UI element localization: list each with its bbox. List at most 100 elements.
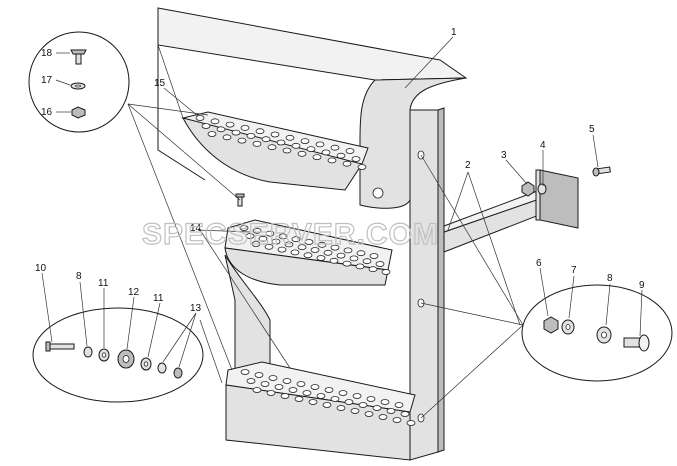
callout-9: 9 <box>639 280 645 291</box>
callout-14: 14 <box>190 223 202 234</box>
support-bracket <box>443 169 579 280</box>
tread-hole <box>381 269 391 275</box>
tread-hole <box>274 384 284 390</box>
tread-hole <box>306 146 316 153</box>
tread-hole <box>266 390 276 396</box>
tread-hole <box>296 381 306 387</box>
tread-hole <box>342 260 352 267</box>
tread-hole <box>342 160 352 167</box>
tread-hole <box>237 137 247 144</box>
tread-hole <box>322 402 332 408</box>
callout-11-a: 11 <box>98 278 109 289</box>
callout-18: 18 <box>41 48 53 59</box>
callout-10: 10 <box>35 263 47 274</box>
tread-hole <box>336 405 346 411</box>
tread-hole <box>315 141 325 148</box>
tread-hole <box>310 384 320 390</box>
tread-hole <box>308 399 318 405</box>
tread-hole <box>264 243 274 250</box>
callout-13: 13 <box>190 303 202 314</box>
callout-7: 7 <box>571 265 577 276</box>
tread-hole <box>317 241 327 248</box>
tread-hole <box>201 123 211 129</box>
callout-2: 2 <box>465 160 471 171</box>
tread-hole <box>246 378 256 384</box>
tread-hole <box>254 372 264 378</box>
tread-hole <box>394 402 404 408</box>
tread-hole <box>271 238 281 245</box>
small-bolt-hardware <box>235 193 245 207</box>
tread-hole <box>343 247 353 254</box>
tread-hole <box>245 233 255 239</box>
tread-hole <box>349 255 359 262</box>
tread-hole <box>368 266 378 273</box>
detail-leader-lines <box>127 103 524 419</box>
callout-15: 15 <box>154 78 166 89</box>
tread-hole <box>362 258 372 265</box>
tread-hole <box>323 249 333 256</box>
tread-hole <box>303 252 313 259</box>
tread-hole <box>252 227 262 234</box>
tread-hole <box>239 225 249 231</box>
tread-hole <box>252 387 262 393</box>
tread-hole <box>357 164 367 170</box>
detail-circle-lower-left <box>32 307 204 403</box>
callout-6: 6 <box>536 258 542 269</box>
tread-hole <box>355 263 365 270</box>
tread-hole <box>330 396 340 402</box>
tread-hole <box>378 414 388 420</box>
tread-hole <box>406 420 416 426</box>
tread-hole <box>392 417 402 423</box>
tread-hole <box>278 233 288 240</box>
tread-hole <box>345 148 355 154</box>
tread-hole <box>268 375 278 381</box>
tread-hole <box>277 246 287 253</box>
tread-hole <box>302 390 312 396</box>
tread-hole <box>207 131 217 137</box>
tread-hole <box>265 230 275 237</box>
tread-hole <box>316 393 326 399</box>
tread-hole <box>400 411 410 417</box>
tread-hole <box>310 247 320 253</box>
tread-hole <box>258 235 268 242</box>
tread-hole <box>330 144 340 151</box>
tread-hole <box>297 244 307 251</box>
tread-hole <box>351 156 361 162</box>
tread-hole <box>251 241 261 247</box>
tread-hole <box>369 253 379 259</box>
tread-hole <box>291 236 301 243</box>
bracket-fasteners <box>521 166 611 197</box>
callout-4: 4 <box>540 140 546 151</box>
detail-circle-upper <box>28 31 130 133</box>
callout-11-b: 11 <box>153 293 164 304</box>
tread-hole <box>195 115 205 121</box>
tread-hole <box>285 134 295 141</box>
tread-hole <box>240 369 250 375</box>
tread-hole <box>304 239 314 245</box>
tread-hole <box>338 390 348 396</box>
tread-hole <box>321 149 331 156</box>
tread-hole <box>282 147 292 154</box>
callout-12: 12 <box>128 287 140 298</box>
tread-hole <box>280 393 290 399</box>
tread-hole <box>300 138 310 145</box>
tread-hole <box>216 126 226 133</box>
tread-hole <box>225 121 235 128</box>
tread-hole <box>210 118 220 125</box>
tread-hole <box>261 136 271 143</box>
tread-hole <box>375 261 385 267</box>
tread-hole <box>240 125 250 131</box>
tread-hole <box>372 405 382 411</box>
tread-hole <box>291 142 301 149</box>
tread-hole <box>312 154 322 161</box>
tread-hole <box>356 250 366 257</box>
tread-hole <box>267 144 277 151</box>
tread-hole <box>330 244 340 251</box>
tread-hole <box>282 378 292 384</box>
callout-5: 5 <box>589 124 595 135</box>
tread-hole <box>294 396 304 402</box>
tread-hole <box>380 399 390 405</box>
callout-3: 3 <box>501 150 507 161</box>
callout-16: 16 <box>41 107 53 118</box>
